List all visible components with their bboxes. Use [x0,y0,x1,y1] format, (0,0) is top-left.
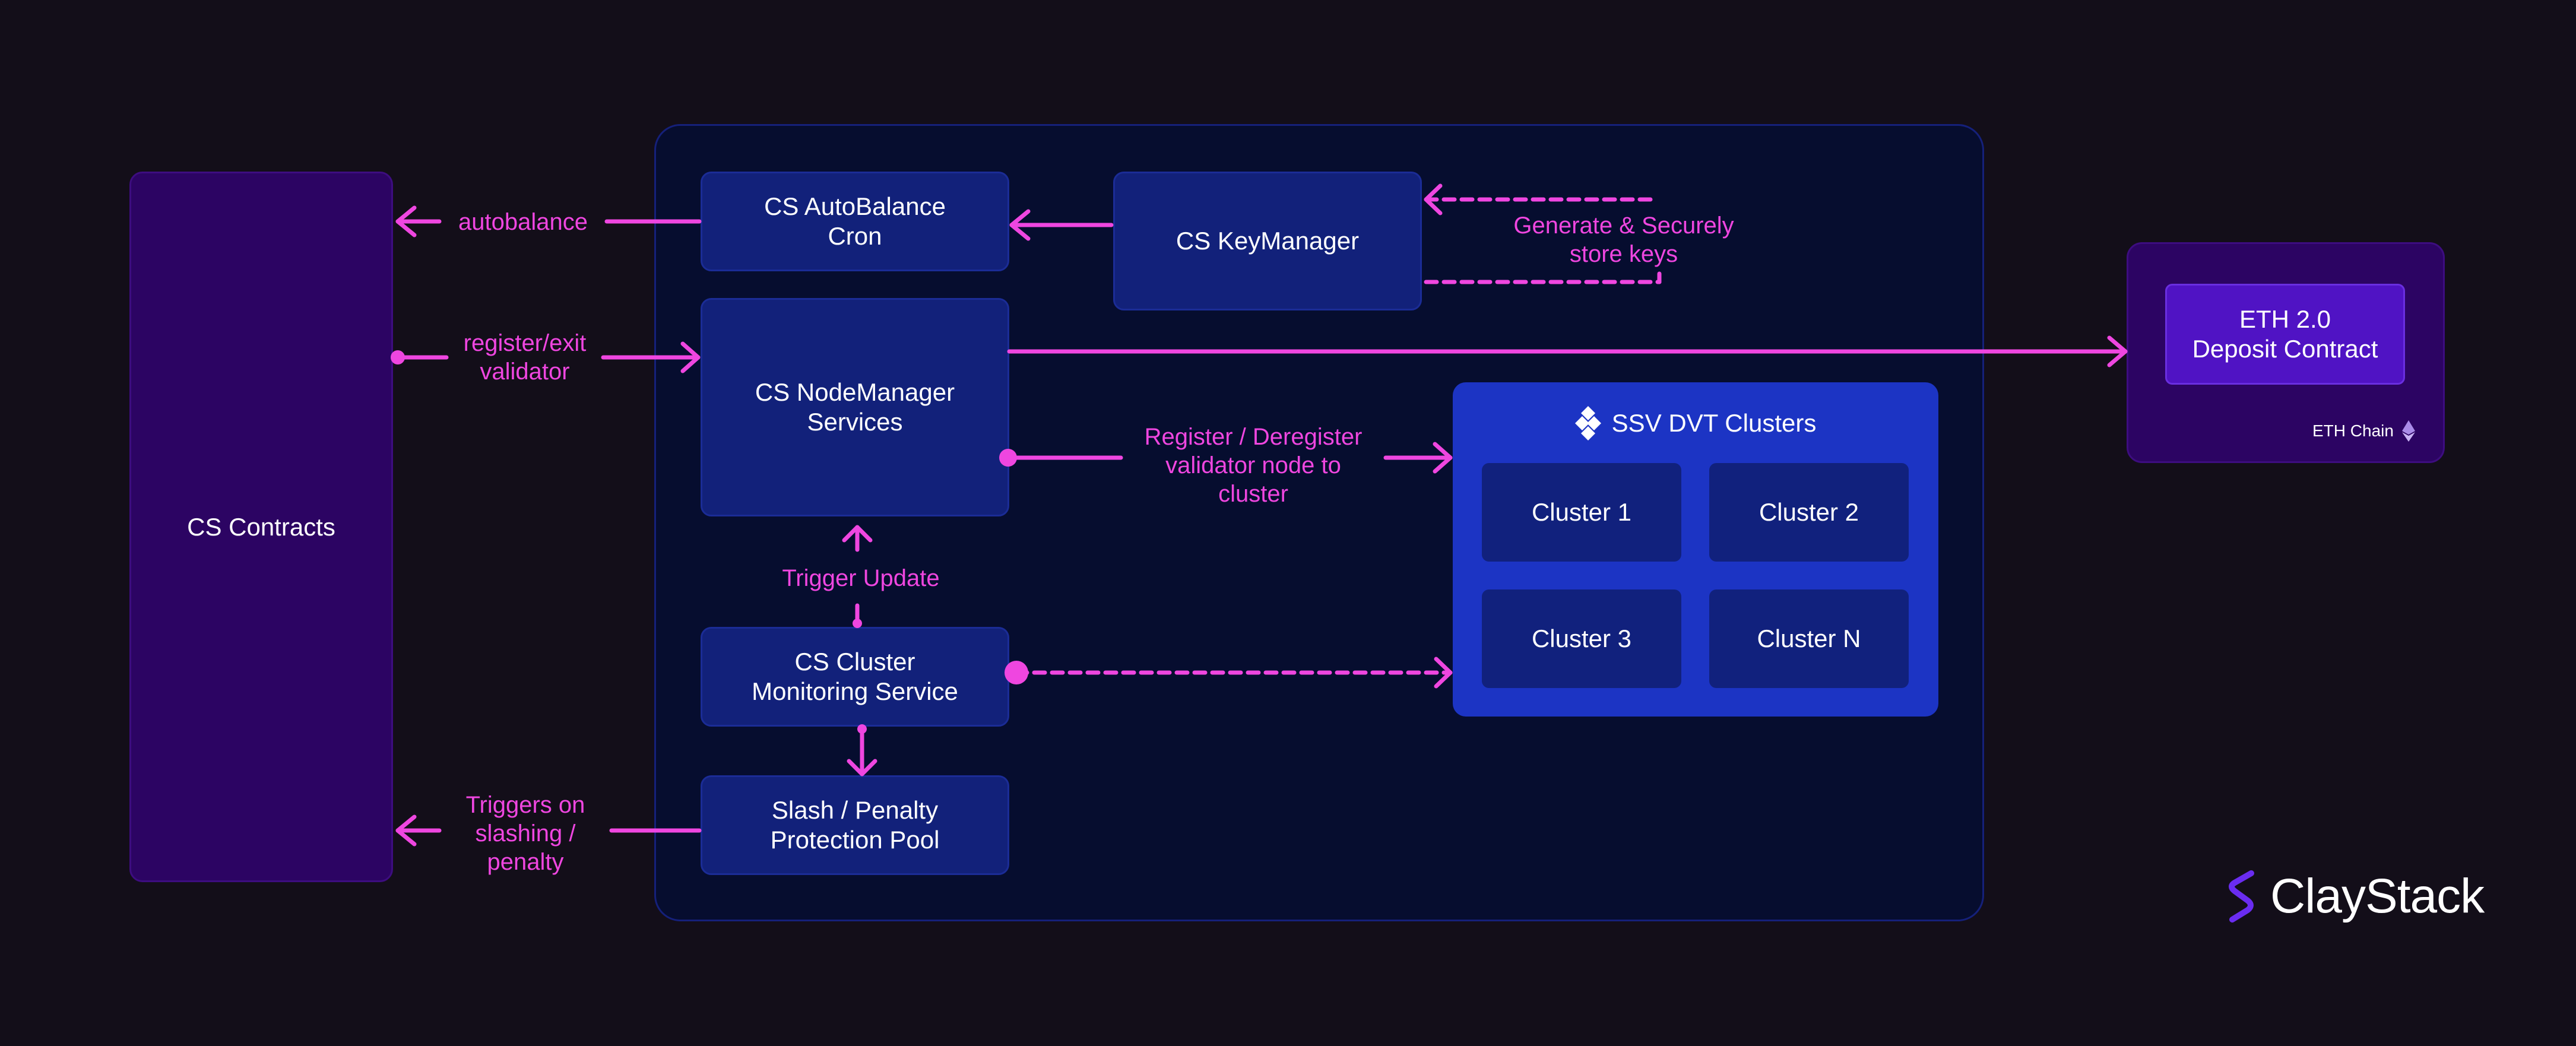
ssv-header: SSV DVT Clusters [1453,404,1938,443]
claystack-logo-icon [2229,870,2254,923]
monitoring-to-ssv-arrowhead [1434,657,1453,689]
eth-chain-label: ETH Chain [2312,421,2394,440]
eth-deposit-contract-label: ETH 2.0 Deposit Contract [2192,305,2378,363]
register-exit-label: register/exit validator [463,330,587,385]
nodemanager-box: CS NodeManager Services [701,298,1009,516]
monitoring-to-slash-arrowhead [847,759,877,776]
register-deregister-label: Register / Deregister validator node to … [1144,424,1363,507]
autobalance-cron-label: CS AutoBalance Cron [764,192,946,250]
keymanager-box: CS KeyManager [1113,172,1422,310]
register-exit-dot [391,350,405,364]
ethereum-icon [2401,420,2415,442]
cluster-2-label: Cluster 2 [1758,498,1859,527]
keymanager-label: CS KeyManager [1175,227,1360,255]
slashing-arrowhead [395,814,417,847]
nodemanager-to-eth-arrowhead [2107,335,2128,367]
autobalance-cron-box: CS AutoBalance Cron [701,172,1009,271]
generate-keys-arrowhead [1424,183,1443,215]
autobalance-label: autobalance [458,209,588,235]
generate-keys-label: Generate & Securely store keys [1513,213,1734,267]
monitoring-to-slash-dot [857,724,867,734]
slash-pool-label: Slash / Penalty Protection Pool [770,796,940,854]
trigger-update-dot [853,619,862,628]
autobalance-arrowhead [395,205,417,237]
register-deregister-dot [999,449,1017,467]
claystack-brand: ClayStack [2224,864,2485,929]
eth-deposit-contract-box: ETH 2.0 Deposit Contract [2165,284,2405,385]
cs-contracts-label: CS Contracts [187,512,335,541]
register-deregister-arrowhead [1433,442,1453,474]
trigger-update-arrowhead [842,525,873,543]
ssv-diamond-icon [1574,406,1601,440]
register-exit-arrowhead [680,341,701,373]
cluster-1-label: Cluster 1 [1531,498,1632,527]
cluster-3-box: Cluster 3 [1482,589,1681,688]
cluster-3-label: Cluster 3 [1531,625,1632,653]
trigger-update-label: Trigger Update [782,565,940,591]
cluster-2-box: Cluster 2 [1709,463,1909,562]
cs-contracts-box: CS Contracts [129,172,393,882]
triggers-slashing-label: Triggers on slashing / penalty [465,792,585,875]
brand-name: ClayStack [2270,869,2485,923]
cluster-n-box: Cluster N [1709,589,1909,688]
slash-pool-box: Slash / Penalty Protection Pool [701,775,1009,875]
ssv-title: SSV DVT Clusters [1611,409,1817,437]
eth-chain-caption: ETH Chain [2312,419,2431,443]
cluster-1-box: Cluster 1 [1482,463,1681,562]
cluster-monitoring-label: CS Cluster Monitoring Service [752,648,958,705]
nodemanager-label: CS NodeManager Services [755,378,955,436]
cluster-n-label: Cluster N [1757,625,1861,653]
keymanager-to-cron-arrowhead [1009,209,1031,241]
cluster-monitoring-box: CS Cluster Monitoring Service [701,627,1009,727]
monitoring-dot [1005,661,1028,684]
